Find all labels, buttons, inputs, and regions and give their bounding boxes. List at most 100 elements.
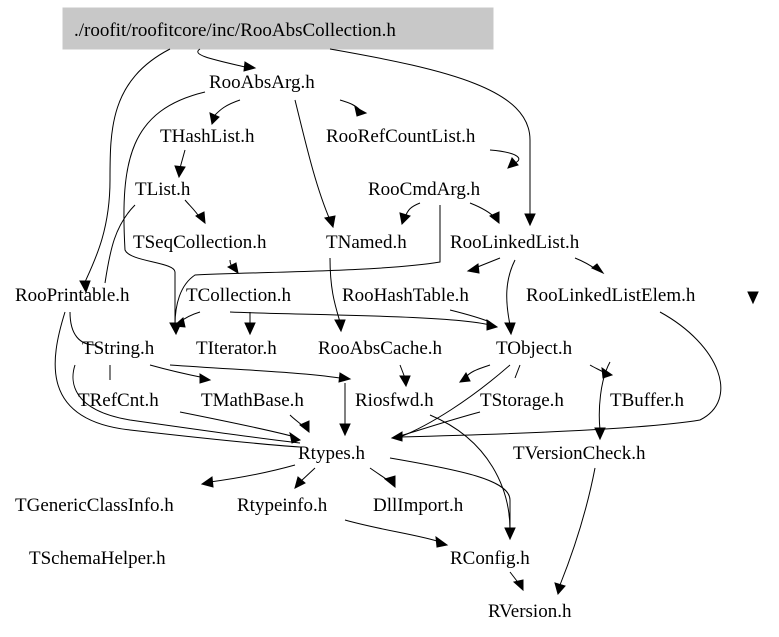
arrowhead	[299, 420, 310, 434]
node-rooprintable[interactable]: RooPrintable.h	[15, 285, 130, 306]
edge	[197, 48, 246, 68]
edge	[229, 311, 491, 326]
arrowhead	[195, 211, 206, 225]
arrowhead	[338, 372, 352, 383]
arrowhead	[200, 476, 214, 488]
node-tmathbase[interactable]: TMathBase.h	[201, 390, 304, 411]
arrowhead	[747, 291, 759, 305]
edge	[344, 519, 441, 543]
edge	[506, 259, 516, 326]
node-tstring[interactable]: TString.h	[82, 338, 155, 359]
arrowhead	[601, 366, 614, 379]
arrowhead	[489, 211, 500, 225]
edge	[294, 99, 331, 221]
arrowheads	[79, 61, 759, 596]
arrowhead	[390, 431, 403, 442]
edge	[179, 149, 186, 169]
node-riosfwd[interactable]: Riosfwd.h	[355, 390, 434, 411]
edge	[598, 361, 611, 431]
edge	[179, 411, 296, 438]
arrowhead	[209, 112, 220, 126]
edge	[169, 364, 341, 379]
arrowhead	[524, 213, 536, 227]
arrowhead	[354, 106, 368, 117]
arrowhead	[199, 373, 212, 384]
arrowhead	[289, 431, 302, 444]
node-tobject[interactable]: TObject.h	[496, 338, 573, 359]
node-tbuffer[interactable]: TBuffer.h	[610, 390, 685, 411]
arrowhead	[334, 319, 346, 333]
edge	[72, 364, 301, 444]
edge	[299, 467, 316, 483]
arrowhead	[399, 375, 411, 388]
edges	[54, 48, 722, 586]
node-rooabsarg[interactable]: RooAbsArg.h	[209, 72, 315, 93]
arrowhead	[172, 317, 186, 328]
edge	[174, 205, 441, 326]
node-dllimport[interactable]: DllImport.h	[373, 495, 464, 516]
node-thashlist[interactable]: THashList.h	[160, 126, 255, 147]
edge	[389, 457, 511, 530]
root-node-box	[62, 7, 494, 50]
edge	[209, 464, 296, 483]
edge	[214, 99, 241, 116]
arrowhead	[504, 322, 516, 336]
node-roohashtable[interactable]: RooHashTable.h	[342, 285, 469, 306]
node-rtypes[interactable]: Rtypes.h	[298, 443, 366, 464]
edge	[329, 48, 531, 215]
node-roocmdarg[interactable]: RooCmdArg.h	[368, 179, 481, 200]
edge	[329, 257, 341, 323]
node-roorefcountlist[interactable]: RooRefCountList.h	[326, 126, 476, 147]
edge	[559, 467, 596, 586]
node-tlist[interactable]: TList.h	[135, 179, 191, 200]
edge	[54, 311, 301, 448]
arrowhead	[591, 263, 605, 275]
node-tgenericclassinfo[interactable]: TGenericClassInfo.h	[15, 495, 174, 516]
arrowhead	[486, 319, 499, 331]
arrowhead	[399, 212, 411, 226]
node-roolinkedlistelem[interactable]: RooLinkedListElem.h	[526, 285, 696, 306]
node-tstorage[interactable]: TStorage.h	[480, 390, 564, 411]
node-tschemahelper[interactable]: TSchemaHelper.h	[29, 548, 166, 569]
node-titerator[interactable]: TIterator.h	[196, 338, 277, 359]
edge	[69, 311, 96, 346]
node-rooabscollection[interactable]: ./roofit/roofitcore/inc/RooAbsCollection…	[62, 7, 494, 50]
node-tnamed[interactable]: TNamed.h	[326, 232, 407, 253]
node-tseqcollection[interactable]: TSeqCollection.h	[133, 232, 267, 253]
node-rversion[interactable]: RVersion.h	[488, 601, 572, 622]
edge	[399, 311, 722, 438]
edge	[464, 364, 491, 379]
arrowhead	[244, 322, 256, 336]
arrowhead	[512, 579, 524, 592]
arrowhead	[435, 535, 449, 548]
node-roolinkedlist[interactable]: RooLinkedList.h	[450, 232, 580, 253]
node-trefcnt[interactable]: TRefCnt.h	[78, 390, 159, 411]
arrowhead	[383, 475, 396, 489]
arrowhead	[324, 215, 336, 229]
arrowhead	[174, 165, 186, 179]
arrowhead	[554, 582, 566, 596]
arrowhead	[507, 157, 519, 169]
node-rooabscache[interactable]: RooAbsCache.h	[318, 338, 443, 359]
edge	[84, 48, 171, 283]
edge	[123, 91, 206, 325]
arrowhead	[504, 527, 516, 541]
edge	[489, 149, 520, 164]
node-tversioncheck[interactable]: TVersionCheck.h	[513, 443, 646, 464]
arrowhead	[594, 427, 606, 441]
arrowhead	[79, 280, 91, 294]
arrowhead	[294, 476, 306, 489]
arrowhead	[226, 262, 239, 275]
arrowhead	[458, 372, 471, 383]
nodes: RooAbsArg.h THashList.h RooRefCountList.…	[15, 72, 696, 622]
arrowhead	[466, 263, 480, 274]
node-rtypeinfo[interactable]: Rtypeinfo.h	[237, 495, 328, 516]
arrowhead	[243, 61, 257, 72]
arrowhead	[339, 423, 351, 437]
node-rconfig[interactable]: RConfig.h	[450, 548, 530, 569]
node-tcollection[interactable]: TCollection.h	[186, 285, 292, 306]
edge	[429, 414, 511, 531]
edge	[399, 411, 481, 437]
root-node-label: ./roofit/roofitcore/inc/RooAbsCollection…	[74, 20, 396, 41]
